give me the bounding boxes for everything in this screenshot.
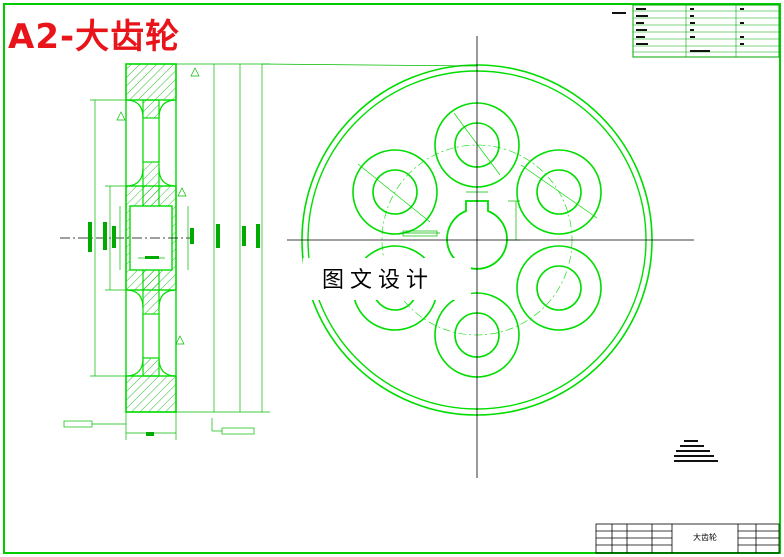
title-block (595, 523, 780, 554)
title-block-name: 大齿轮 (693, 532, 717, 542)
section-view (60, 63, 190, 413)
drawing-title: A2-大齿轮 (8, 17, 180, 57)
parameter-table (612, 4, 780, 58)
centerlines (287, 36, 694, 478)
drawing-frame (3, 3, 781, 554)
technical-notes (674, 440, 718, 462)
dimension-labels (88, 222, 260, 436)
watermark-text: 图文设计 (322, 268, 434, 293)
keyway (400, 191, 520, 270)
dimension-lines (63, 63, 270, 440)
watermark-box (303, 258, 471, 300)
